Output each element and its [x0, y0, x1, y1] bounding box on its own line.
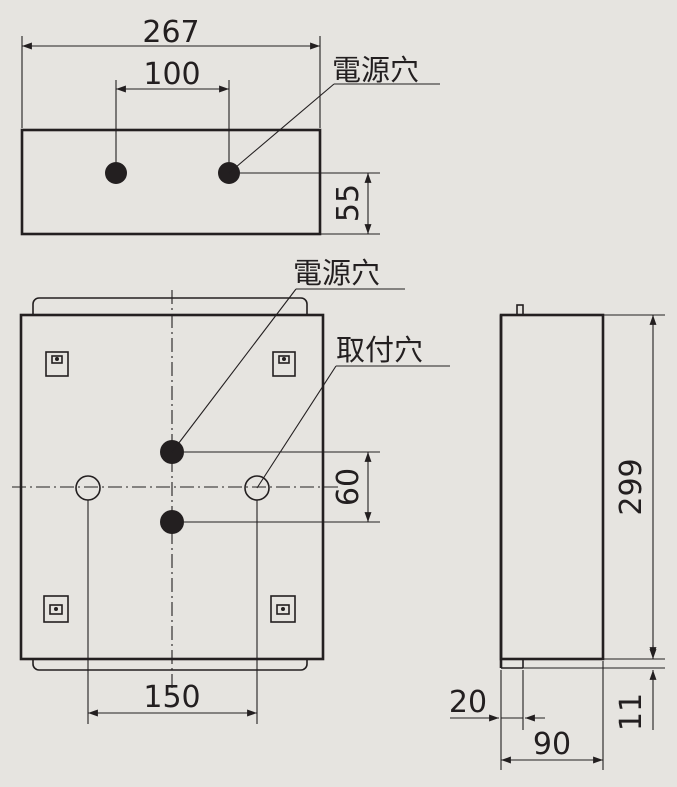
- leader-power-hole-top: [228, 83, 335, 174]
- dim-267-label: 267: [142, 15, 199, 50]
- dim-55-label: 55: [331, 184, 366, 222]
- corner-slot-bottom-right: [270, 595, 296, 623]
- corner-slot-top-right: [272, 351, 296, 377]
- front-view: 電源穴 取付穴 60 150: [12, 256, 450, 724]
- leader-mount-hole: [256, 365, 337, 489]
- dim-150-label: 150: [143, 680, 200, 715]
- leader-power-hole-front: [171, 288, 297, 453]
- dim-100-label: 100: [143, 57, 200, 92]
- label-power-hole-top: 電源穴: [332, 53, 419, 87]
- label-power-hole-front: 電源穴: [293, 256, 380, 290]
- corner-slot-bottom-left: [43, 595, 69, 623]
- power-hole-left: [105, 162, 127, 184]
- dim-90-label: 90: [533, 727, 571, 762]
- top-view: 267 100 55 電源穴: [20, 15, 440, 236]
- side-view: 299 11 20 90: [449, 304, 665, 770]
- label-mount-hole: 取付穴: [336, 333, 423, 367]
- dim-60-label: 60: [331, 468, 366, 506]
- corner-slot-top-left: [45, 351, 69, 377]
- side-top-tab: [516, 304, 524, 316]
- dim-11-label: 11: [614, 693, 649, 731]
- power-hole-lower: [160, 510, 184, 534]
- dim-20-label: 20: [449, 685, 487, 720]
- top-view-outline: [20, 128, 322, 236]
- dim-299-label: 299: [614, 458, 649, 515]
- side-body-outline: [499, 313, 605, 661]
